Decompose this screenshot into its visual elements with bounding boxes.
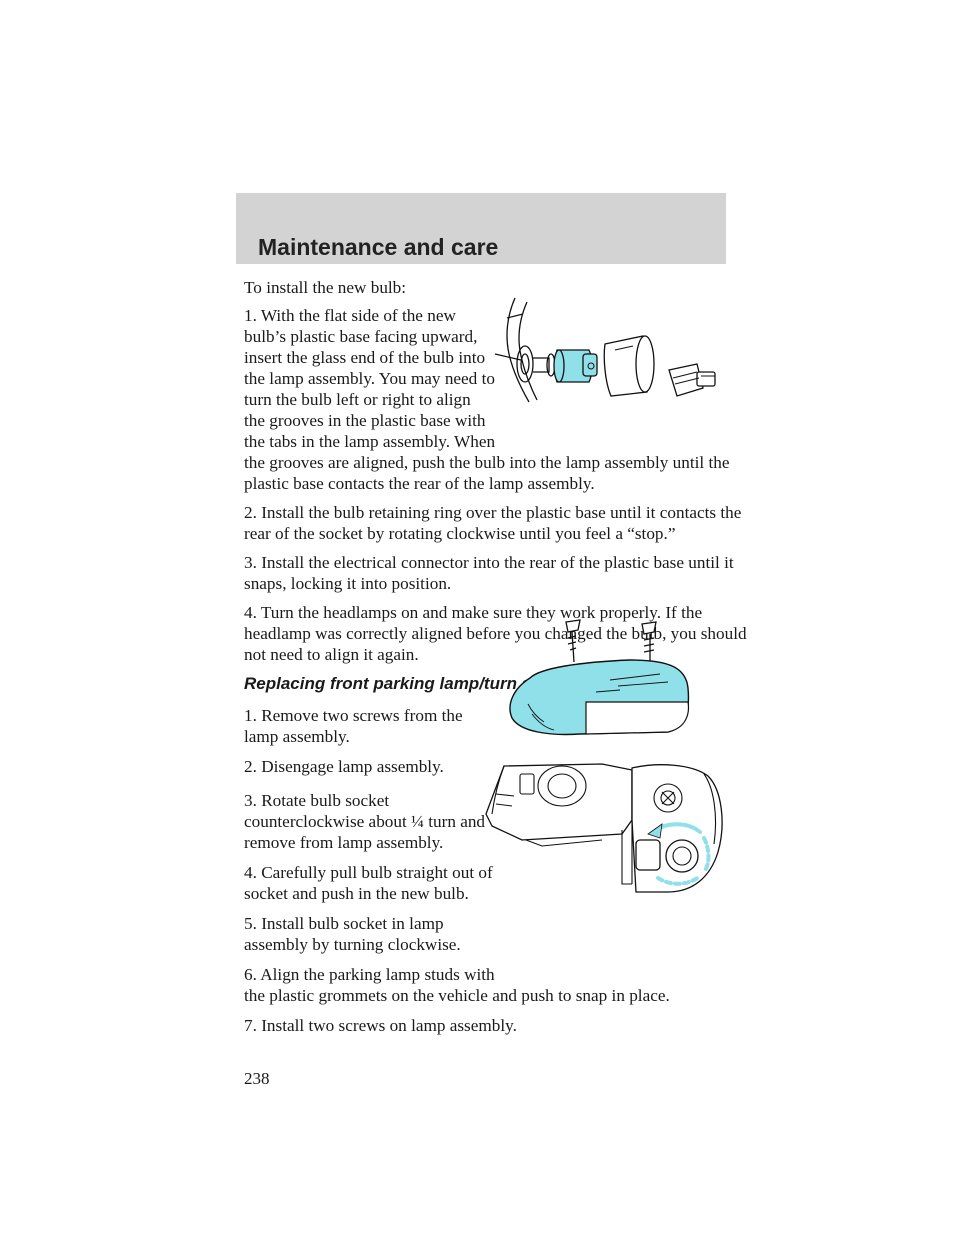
section-header: Maintenance and care — [236, 193, 726, 264]
parking-step3-line: 3. Rotate bulb socket — [244, 791, 390, 810]
step1-line: insert the glass end of the bulb into — [244, 348, 486, 367]
step1-line: turn the bulb left or right to align — [244, 390, 471, 409]
parking-step2: 2. Disengage lamp assembly. — [244, 757, 444, 776]
parking-step7: 7. Install two screws on lamp assembly. — [244, 1016, 517, 1035]
parking-step1-line: lamp assembly. — [244, 727, 350, 746]
parking-step6-line: the plastic grommets on the vehicle and … — [244, 986, 670, 1005]
parking-step5-line: assembly by turning clockwise. — [244, 935, 461, 954]
parking-step3-line: counterclockwise about ¼ turn and — [244, 812, 486, 831]
install-intro: To install the new bulb: — [244, 278, 407, 297]
step3-line: snaps, locking it into position. — [244, 574, 452, 593]
parking-step3-line: remove from lamp assembly. — [244, 833, 444, 852]
headlamp-bulb-illustration — [494, 297, 716, 403]
step1-line: bulb’s plastic base facing upward, — [244, 327, 478, 346]
step1-line: the grooves are aligned, push the bulb i… — [244, 453, 730, 472]
parking-step4-line: socket and push in the new bulb. — [244, 884, 469, 903]
parking-step4-line: 4. Carefully pull bulb straight out of — [244, 863, 493, 882]
parking-step1-line: 1. Remove two screws from the — [244, 706, 463, 725]
step4-line: headlamp was correctly aligned before yo… — [244, 624, 747, 643]
step1-line: plastic base contacts the rear of the la… — [244, 474, 595, 493]
section-title: Maintenance and care — [258, 234, 499, 260]
lamp-lens-screws-illustration — [509, 619, 690, 736]
parking-step5-line: 5. Install bulb socket in lamp — [244, 914, 444, 933]
step1-line: the lamp assembly. You may need to — [244, 369, 495, 388]
step3-line: 3. Install the electrical connector into… — [244, 553, 734, 572]
step4-line: not need to align it again. — [244, 645, 419, 664]
step1-line: the tabs in the lamp assembly. When — [244, 432, 496, 451]
page-number: 238 — [244, 1069, 270, 1088]
parking-step6-line: 6. Align the parking lamp studs with — [244, 965, 495, 984]
step1-line: the grooves in the plastic base with — [244, 411, 486, 430]
step1-line: 1. With the flat side of the new — [244, 306, 456, 325]
step4-line: 4. Turn the headlamps on and make sure t… — [244, 603, 703, 622]
step2-line: rear of the socket by rotating clockwise… — [244, 524, 676, 543]
step2-line: 2. Install the bulb retaining ring over … — [244, 503, 742, 522]
lamp-housing-socket-illustration — [485, 763, 723, 893]
